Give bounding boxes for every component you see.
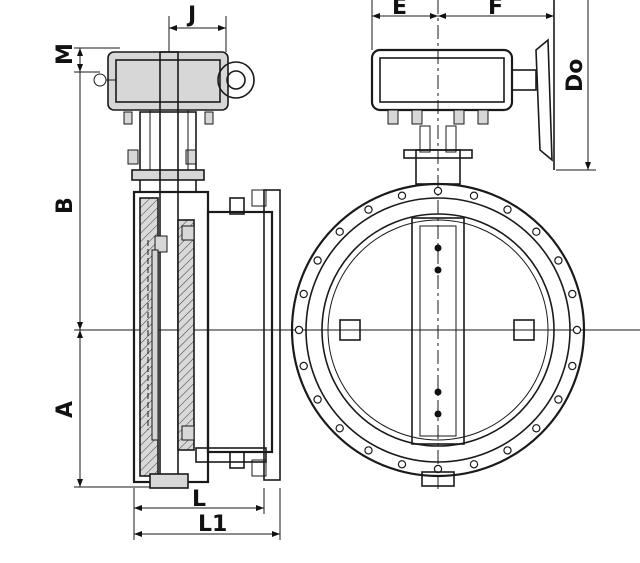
side-section-view [74, 16, 640, 540]
dim-label-l: L [192, 487, 206, 512]
bolt-hole [532, 424, 541, 433]
bolt-hole [554, 256, 563, 265]
bolt-hole [313, 395, 322, 404]
dim-label-m: M [53, 43, 78, 65]
bolt-hole [532, 227, 541, 236]
bolt-hole [299, 361, 308, 371]
bolt-hole [433, 186, 443, 196]
bolt-hole [568, 361, 577, 371]
bolt-hole [364, 446, 373, 455]
front-view [290, 0, 600, 490]
bolt-hole [469, 460, 479, 469]
dim-label-e: E [392, 0, 407, 20]
bolt-hole [299, 289, 308, 299]
bolt-hole [397, 460, 407, 469]
dim-label-l1: L1 [198, 512, 227, 537]
flange-bolt-holes [294, 186, 582, 474]
dim-label-a: A [53, 401, 78, 418]
bolt-hole [313, 256, 322, 265]
bolt-hole [572, 325, 582, 335]
bolt-hole [364, 205, 373, 214]
bolt-hole [294, 325, 304, 335]
dim-label-do: Do [563, 59, 588, 92]
bolt-hole [469, 191, 479, 200]
bolt-hole [335, 424, 344, 433]
bolt-hole [397, 191, 407, 200]
bolt-hole [503, 205, 512, 214]
dim-label-f: F [488, 0, 503, 20]
bolt-hole [503, 446, 512, 455]
bolt-hole [554, 395, 563, 404]
bolt-hole [335, 227, 344, 236]
dim-label-b: B [53, 197, 78, 214]
dim-label-j: J [186, 3, 196, 28]
bolt-hole [568, 289, 577, 299]
